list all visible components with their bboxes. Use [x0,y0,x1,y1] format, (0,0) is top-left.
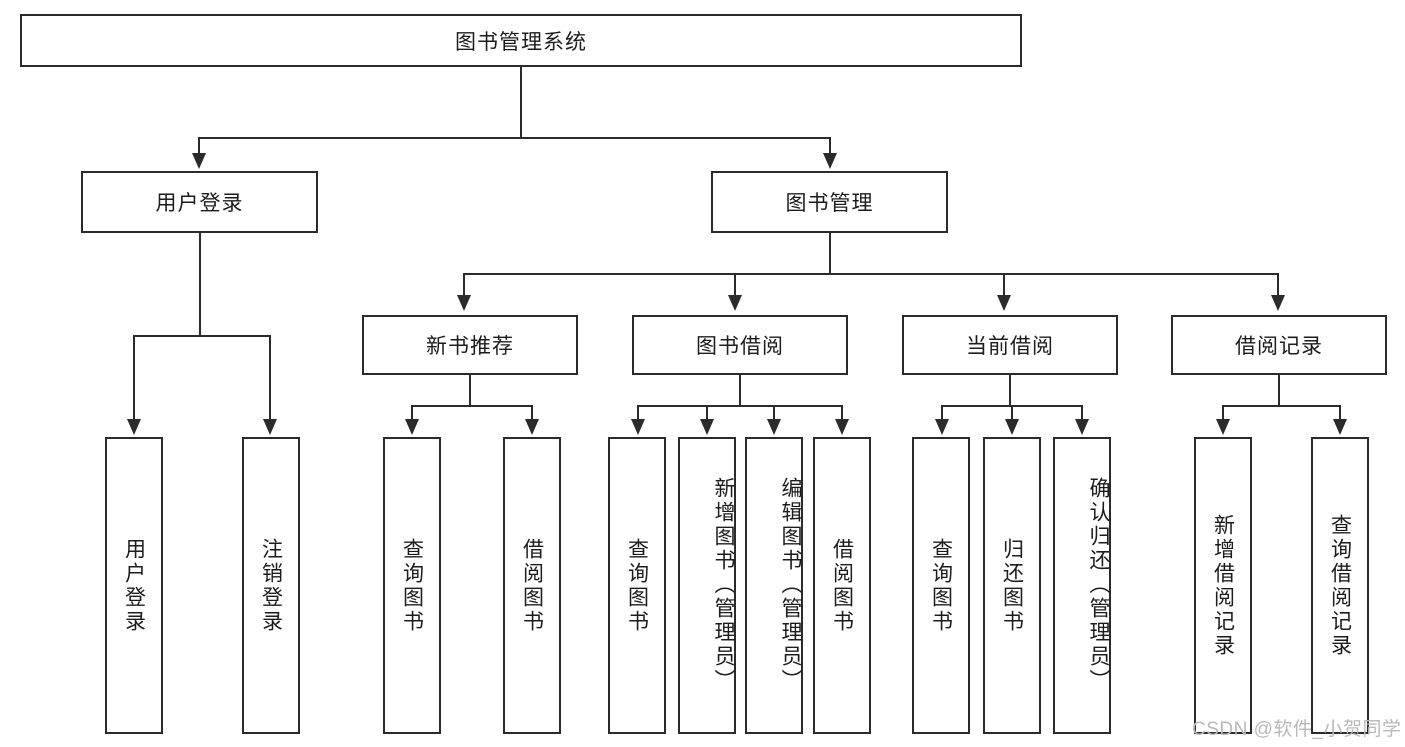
connector-root-bus [198,137,831,139]
connector-br-bus [1222,405,1341,407]
leaf-cb-query-book[interactable]: 查询图书 [912,437,970,734]
connector-nbr-bus [411,405,533,407]
leaf-bb-borrow-book[interactable]: 借阅图书 [813,437,871,734]
arrow-br-leaf-2 [1333,419,1347,435]
node-label: 借阅图书 [520,537,544,634]
leaf-bb-edit-book-admin[interactable]: 编辑图书（管理员） [745,437,803,734]
node-label: 归还图书 [1000,537,1024,634]
connector-br-stem [1278,375,1280,405]
arrow-to-leaf-user-login [127,419,141,435]
csdn-watermark: CSDN @软件_小贺同学 [1192,719,1402,740]
node-label: 当前借阅 [966,335,1054,358]
node-label: 新书推荐 [426,335,514,358]
arrow-bb-leaf-3 [767,419,781,435]
node-label: 查询图书 [400,537,424,634]
connector-bm-drop-4 [1277,273,1279,297]
connector-bb-bus [637,405,842,407]
arrow-nbr-leaf-2 [525,419,539,435]
node-label: 借阅图书 [830,537,854,634]
arrow-cb-leaf-2 [1005,419,1019,435]
connector-cb-drop-2 [1011,405,1013,421]
node-label: 查询借阅记录 [1328,513,1352,658]
connector-nbr-drop-2 [531,405,533,421]
connector-book-management-stem [829,233,831,273]
connector-br-drop-2 [1339,405,1341,421]
node-label: 用户登录 [122,537,146,634]
leaf-br-query-record[interactable]: 查询借阅记录 [1311,437,1369,734]
node-user-login[interactable]: 用户登录 [81,171,318,233]
arrow-to-user-login [192,153,206,169]
arrow-nbr-leaf-1 [405,419,419,435]
node-label: 图书借阅 [696,335,784,358]
connector-bb-drop-1 [637,405,639,421]
leaf-user-login[interactable]: 用户登录 [105,437,163,734]
node-label: 编辑图书（管理员） [779,476,802,693]
arrow-cb-leaf-3 [1075,419,1089,435]
node-label: 用户登录 [155,192,244,215]
node-new-book-recommend[interactable]: 新书推荐 [362,315,578,375]
connector-br-drop-1 [1222,405,1224,421]
connector-bb-drop-4 [841,405,843,421]
connector-root-drop-2 [829,137,831,155]
connector-cb-drop-3 [1081,405,1083,421]
arrow-to-current-borrow [997,295,1011,311]
node-label: 查询图书 [929,537,953,634]
arrow-to-book-borrow [728,295,742,311]
node-label: 新增借阅记录 [1211,513,1235,658]
connector-user-login-stem [199,233,201,335]
connector-bb-stem [739,375,741,405]
connector-root-drop-1 [198,137,200,155]
connector-bb-drop-3 [773,405,775,421]
connector-bb-drop-2 [706,405,708,421]
connector-book-management-bus [463,273,1278,275]
node-label: 图书管理系统 [455,30,587,54]
arrow-bb-leaf-1 [631,419,645,435]
connector-bm-drop-3 [1003,273,1005,297]
leaf-cb-confirm-return-admin[interactable]: 确认归还（管理员） [1053,437,1111,734]
connector-user-login-bus [133,335,271,337]
arrow-bb-leaf-4 [835,419,849,435]
leaf-bb-query-book[interactable]: 查询图书 [608,437,666,734]
connector-nbr-drop-1 [411,405,413,421]
leaf-br-add-record[interactable]: 新增借阅记录 [1194,437,1252,734]
node-label: 图书管理 [785,192,874,215]
leaf-nbr-borrow-book[interactable]: 借阅图书 [503,437,561,734]
connector-root-stem [520,67,522,137]
arrow-to-new-book-recommend [457,295,471,311]
node-book-management[interactable]: 图书管理 [711,171,948,233]
arrow-br-leaf-1 [1216,419,1230,435]
connector-user-login-drop-1 [133,335,135,421]
node-current-borrow[interactable]: 当前借阅 [902,315,1118,375]
connector-bm-drop-2 [734,273,736,297]
connector-user-login-drop-2 [269,335,271,421]
node-book-borrow[interactable]: 图书借阅 [632,315,848,375]
arrow-cb-leaf-1 [935,419,949,435]
node-root-book-management-system[interactable]: 图书管理系统 [20,14,1022,67]
arrow-to-book-management [823,153,837,169]
node-borrow-record[interactable]: 借阅记录 [1171,315,1387,375]
node-label: 注销登录 [259,537,283,634]
node-label: 查询图书 [625,537,649,634]
connector-cb-drop-1 [941,405,943,421]
connector-cb-stem [1009,375,1011,405]
arrow-to-leaf-logout [263,419,277,435]
leaf-nbr-query-book[interactable]: 查询图书 [383,437,441,734]
leaf-bb-add-book-admin[interactable]: 新增图书（管理员） [678,437,736,734]
arrow-bb-leaf-2 [700,419,714,435]
node-label: 借阅记录 [1235,335,1323,358]
arrow-to-borrow-record [1271,295,1285,311]
leaf-cb-return-book[interactable]: 归还图书 [983,437,1041,734]
connector-nbr-stem [469,375,471,405]
node-label: 确认归还（管理员） [1087,476,1110,693]
connector-bm-drop-1 [463,273,465,297]
node-label: 新增图书（管理员） [712,476,735,693]
leaf-logout[interactable]: 注销登录 [242,437,300,734]
